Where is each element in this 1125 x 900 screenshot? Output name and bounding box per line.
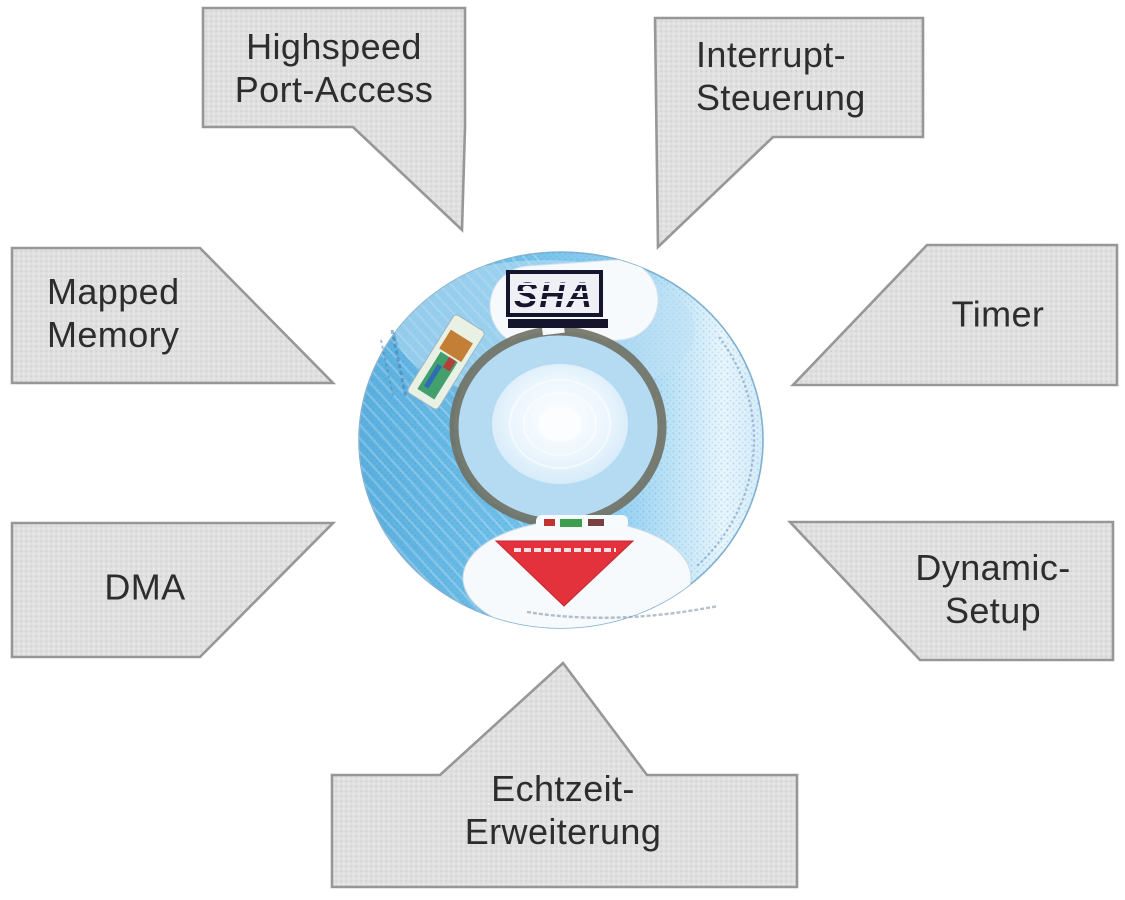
sha-logo: SHA [506, 270, 608, 328]
photo-caption-marks [380, 329, 408, 399]
callout-line: Steuerung [696, 77, 866, 118]
sha-logo-bar [508, 319, 608, 328]
product-photo [407, 314, 485, 410]
callout-label-highspeed-port-access: Highspeed Port-Access [235, 25, 433, 111]
cd-disc: SHA [358, 251, 764, 629]
callout-shape-highspeed-port-access [201, 6, 467, 233]
callout-shape-timer [789, 243, 1119, 387]
callout-label-mapped-memory: Mapped Memory [47, 270, 180, 356]
callout-label-dma: DMA [104, 566, 185, 609]
callout-shape-echtzeit-erweiterung [330, 661, 799, 889]
sha-logo-text: SHA [514, 276, 594, 315]
callout-shape-mapped-memory [10, 246, 337, 385]
sha-logo-frame [506, 270, 603, 317]
disc-hub [492, 364, 628, 484]
callout-shape-dma [10, 521, 337, 659]
callout-line: Dynamic- [915, 547, 1071, 588]
callout-shape-dynamic-setup [786, 520, 1115, 662]
micro-text-bottom [526, 604, 719, 619]
callout-line: Highspeed [246, 26, 422, 67]
callout-line: DMA [104, 566, 186, 608]
callout-line: Interrupt- [696, 34, 847, 75]
callout-line: Memory [47, 314, 180, 355]
callout-line: Erweiterung [464, 811, 662, 852]
ring-bottom-marks [536, 515, 628, 529]
callout-label-interrupt-steuerung: Interrupt- Steuerung [696, 33, 866, 119]
callout-line: Mapped [47, 271, 180, 312]
callout-line: Setup [944, 590, 1042, 631]
callout-shape-interrupt-steuerung [653, 16, 925, 251]
red-arrow [494, 540, 635, 607]
callout-line: Echtzeit- [491, 768, 635, 809]
micro-text-rim [696, 336, 756, 567]
callout-label-echtzeit-erweiterung: Echtzeit- Erweiterung [465, 767, 662, 853]
callout-line: Port-Access [234, 69, 434, 110]
callout-label-timer: Timer [952, 293, 1045, 336]
callout-label-dynamic-setup: Dynamic- Setup [915, 546, 1070, 632]
callout-line: Timer [951, 293, 1045, 335]
